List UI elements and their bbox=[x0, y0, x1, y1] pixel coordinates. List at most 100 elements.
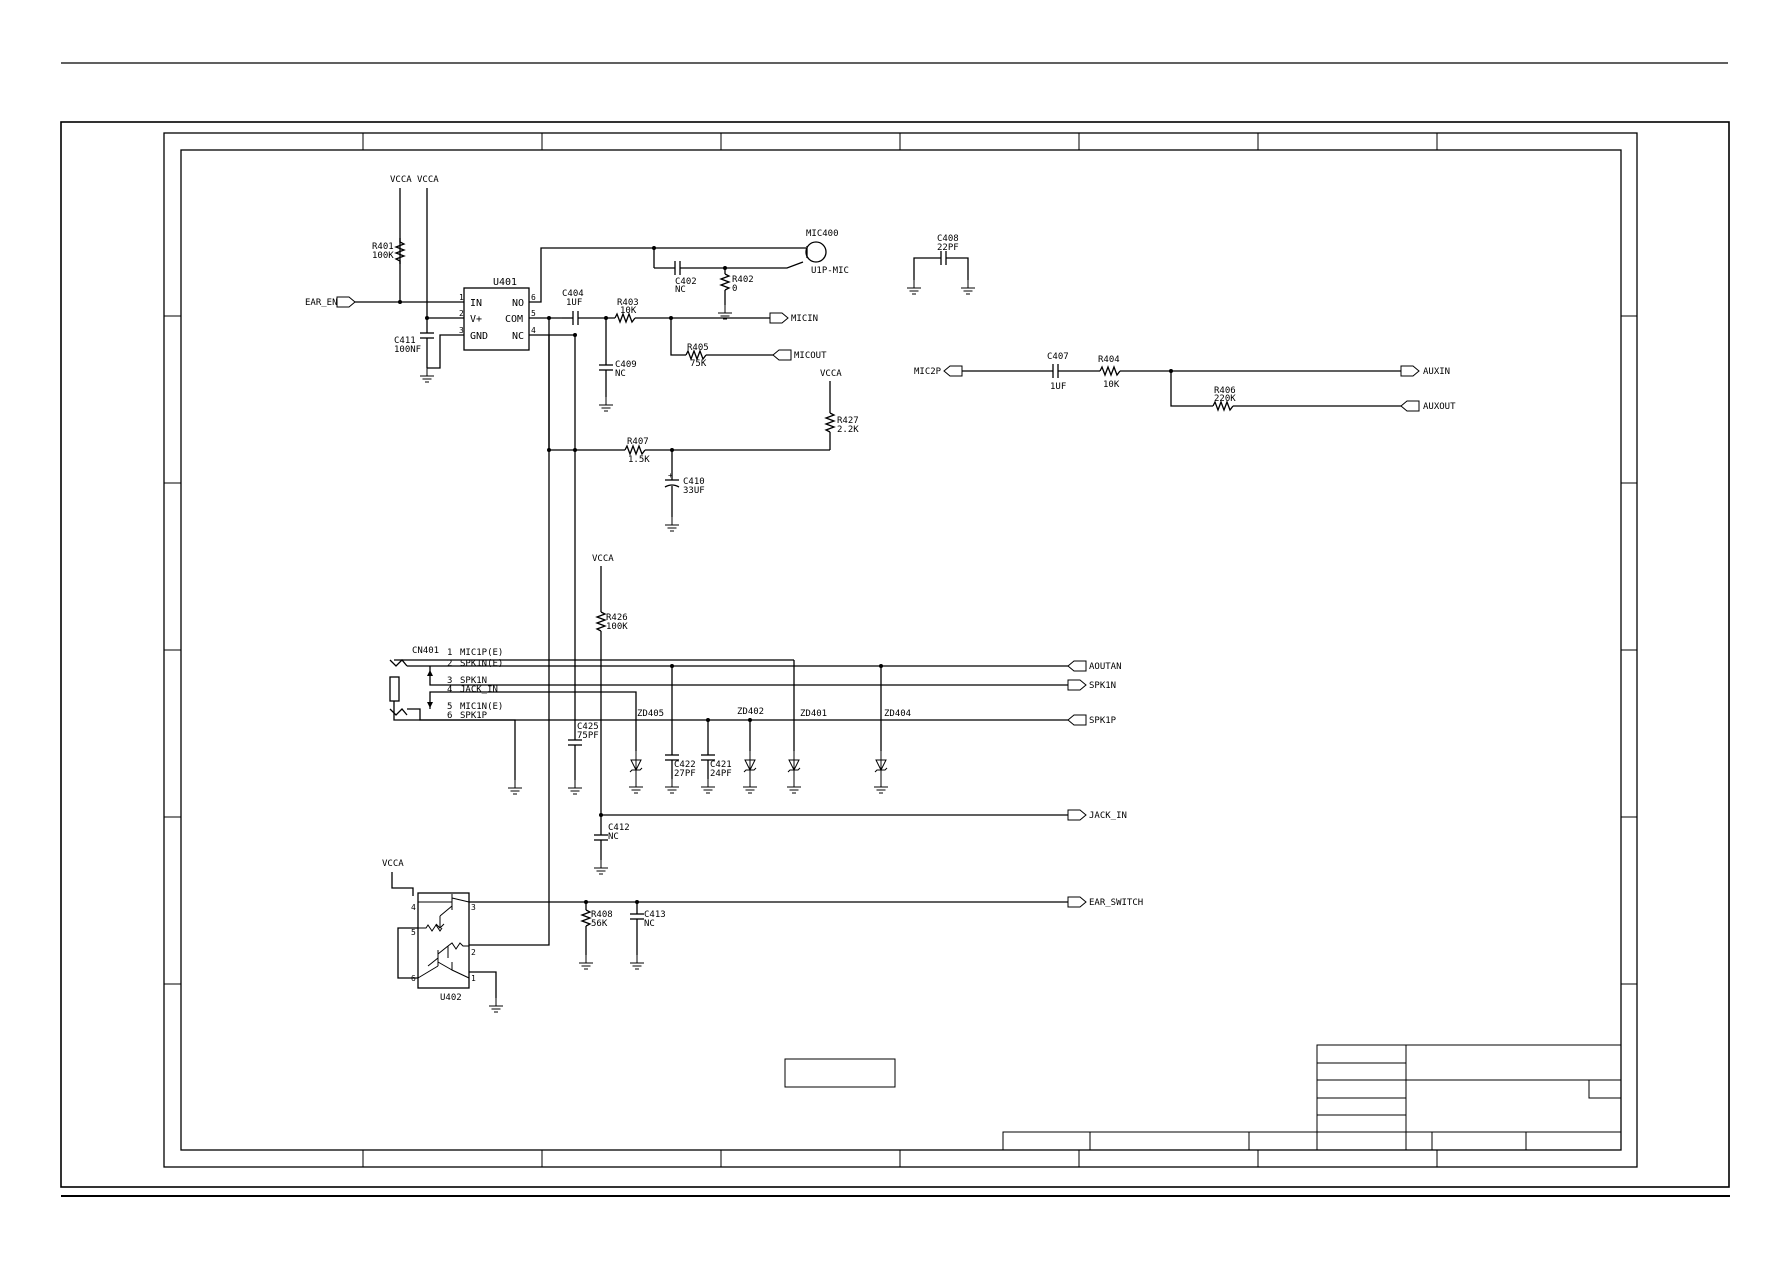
zd402-ref: ZD402 bbox=[737, 707, 764, 717]
cn401-pin3-name: SPK1N bbox=[460, 676, 487, 686]
c422-value: 27PF bbox=[674, 769, 696, 779]
c425-value: 75PF bbox=[577, 731, 599, 741]
r404-value: 10K bbox=[1103, 380, 1120, 390]
r407-value: 1.5K bbox=[628, 455, 650, 465]
r408-value: 56K bbox=[591, 919, 608, 929]
c402-ref: C402 bbox=[675, 277, 697, 287]
cn401-pin6-name: SPK1P bbox=[460, 711, 488, 721]
u402-num-1: 1 bbox=[471, 974, 476, 983]
c407-ref: C407 bbox=[1047, 352, 1069, 362]
c422-ref: C422 bbox=[674, 760, 696, 770]
net-auxout: AUXOUT bbox=[1423, 402, 1456, 412]
r406-ref: R406 bbox=[1214, 386, 1236, 396]
u401-pin-nc: NC bbox=[512, 331, 524, 342]
u401-num-3: 3 bbox=[459, 326, 464, 335]
page-rules bbox=[61, 62, 1730, 1197]
mic400-value: U1P-MIC bbox=[811, 266, 849, 276]
u401-num-5: 5 bbox=[531, 309, 536, 318]
cn401-ref: CN401 bbox=[412, 646, 439, 656]
c407-value: 1UF bbox=[1050, 382, 1066, 392]
u401-num-2: 2 bbox=[459, 309, 464, 318]
cn401-pin2-name: SPK1N(E) bbox=[460, 659, 503, 669]
u401-num-1: 1 bbox=[459, 293, 464, 302]
title-block bbox=[784, 1044, 1622, 1151]
vcca-label-5: VCCA bbox=[382, 859, 404, 869]
cn401-pin2-num: 2 bbox=[447, 659, 452, 669]
r404-ref: R404 bbox=[1098, 355, 1120, 365]
u402-num-3: 3 bbox=[471, 903, 476, 912]
zd404-ref: ZD404 bbox=[884, 709, 911, 719]
cn401-pin4-name: JACK_IN bbox=[460, 685, 498, 695]
r427-value: 2.2K bbox=[837, 425, 859, 435]
cn401-section: CN401 1 MIC1P(E) 2 SPK1N(E) 3 SPK1N 4 JA… bbox=[389, 554, 1127, 875]
c425-ref: C425 bbox=[577, 722, 599, 732]
c409-value: NC bbox=[615, 369, 626, 379]
u401-section: VCCA VCCA R401 100K EAR_EN C411 100NF U4… bbox=[305, 175, 859, 946]
cn401-pin5-name: MIC1N(E) bbox=[460, 702, 503, 712]
r405-ref: R405 bbox=[687, 343, 709, 353]
net-mic2p: MIC2P bbox=[914, 367, 942, 377]
r405-value: 75K bbox=[690, 359, 707, 369]
aux-section: C408 22PF MIC2P C407 1UF R404 10K AUXIN … bbox=[906, 234, 1456, 412]
zd401-ref: ZD401 bbox=[800, 709, 827, 719]
u401-pin-gnd: GND bbox=[470, 331, 488, 342]
net-spk1p: SPK1P bbox=[1089, 716, 1117, 726]
r426-ref: R426 bbox=[606, 613, 628, 623]
u402-num-2: 2 bbox=[471, 948, 476, 957]
cn401-pin4-num: 4 bbox=[447, 685, 452, 695]
net-jack-in: JACK_IN bbox=[1089, 811, 1127, 821]
u401-pin-com: COM bbox=[505, 314, 523, 325]
c408-ref: C408 bbox=[937, 234, 959, 244]
vcca-label-4: VCCA bbox=[592, 554, 614, 564]
u402-section: VCCA U402 4 5 6 3 2 1 EAR_SWITCH bbox=[382, 859, 1143, 1013]
net-spk1n: SPK1N bbox=[1089, 681, 1116, 691]
u401-num-4: 4 bbox=[531, 326, 536, 335]
r427-ref: R427 bbox=[837, 416, 859, 426]
u401-ref: U401 bbox=[493, 277, 517, 288]
c404-value: 1UF bbox=[566, 298, 582, 308]
cn401-pin6-num: 6 bbox=[447, 711, 452, 721]
c412-ref: C412 bbox=[608, 823, 630, 833]
c413-ref: C413 bbox=[644, 910, 666, 920]
u402-num-4: 4 bbox=[411, 903, 416, 912]
cn401-pin1-num: 1 bbox=[447, 648, 452, 658]
r408-ref: R408 bbox=[591, 910, 613, 920]
svg-text:+: + bbox=[668, 471, 673, 480]
u401-pin-vplus: V+ bbox=[470, 314, 482, 325]
u402-ref: U402 bbox=[440, 993, 462, 1003]
r403-ref: R403 bbox=[617, 298, 639, 308]
u401-pin-in: IN bbox=[470, 298, 482, 309]
vcca-label-2: VCCA bbox=[417, 175, 439, 185]
net-ear-switch: EAR_SWITCH bbox=[1089, 898, 1143, 908]
cn401-pin5-num: 5 bbox=[447, 702, 452, 712]
c408-value: 22PF bbox=[937, 243, 959, 253]
r403-value: 10K bbox=[620, 306, 637, 316]
u401-chip bbox=[463, 287, 530, 351]
c411-ref: C411 bbox=[394, 336, 416, 346]
zd405-ref: ZD405 bbox=[637, 709, 664, 719]
net-aoutan: AOUTAN bbox=[1089, 662, 1122, 672]
net-micout: MICOUT bbox=[794, 351, 827, 361]
u401-pin-no: NO bbox=[512, 298, 524, 309]
c410-ref: C410 bbox=[683, 477, 705, 487]
mic400-symbol bbox=[805, 241, 827, 263]
stamp-box bbox=[784, 1058, 896, 1088]
c413-value: NC bbox=[644, 919, 655, 929]
mic400-ref: MIC400 bbox=[806, 229, 839, 239]
c410-value: 33UF bbox=[683, 486, 705, 496]
vcca-label-1: VCCA bbox=[390, 175, 412, 185]
u401-num-6: 6 bbox=[531, 293, 536, 302]
r401-ref: R401 bbox=[372, 242, 394, 252]
c409-ref: C409 bbox=[615, 360, 637, 370]
cn401-pin3-num: 3 bbox=[447, 676, 452, 686]
c412-value: NC bbox=[608, 832, 619, 842]
r406-value: 220K bbox=[1214, 394, 1236, 404]
c421-value: 24PF bbox=[710, 769, 732, 779]
net-micin: MICIN bbox=[791, 314, 818, 324]
r402-value: 0 bbox=[732, 284, 737, 294]
vcca-label-3: VCCA bbox=[820, 369, 842, 379]
net-auxin: AUXIN bbox=[1423, 367, 1450, 377]
cn401-pin1-name: MIC1P(E) bbox=[460, 648, 503, 658]
c404-ref: C404 bbox=[562, 289, 584, 299]
